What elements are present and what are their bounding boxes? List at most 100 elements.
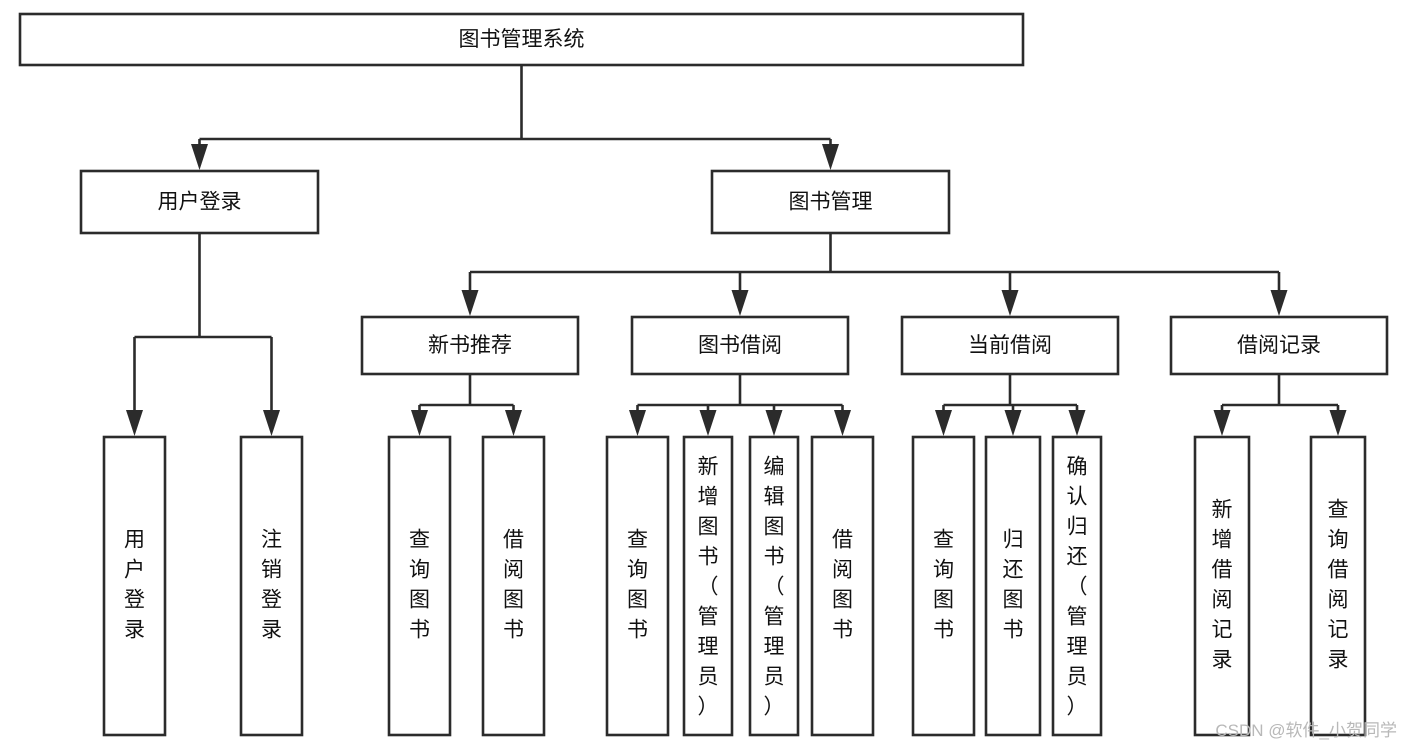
connector-group-new-book-recommend: [411, 374, 522, 436]
arrow-head-icon: [461, 290, 479, 316]
node-label-char: 书: [832, 619, 853, 642]
node-label-char: 新: [1212, 499, 1233, 522]
node-leaf-query-borrow-record[interactable]: 查询借阅记录查询借阅记录: [1309, 435, 1367, 737]
node-box-leaf-add-book-admin[interactable]: [682, 435, 734, 737]
arrow-head-icon: [699, 410, 717, 436]
node-label-char: 理: [1067, 636, 1088, 659]
connector-group-current-borrow: [935, 374, 1086, 436]
node-box-leaf-query-book-1[interactable]: [387, 435, 452, 737]
node-label-char: 图: [933, 589, 954, 612]
node-label-char: 借: [1212, 559, 1233, 582]
node-borrow-record[interactable]: 借阅记录: [1169, 315, 1389, 376]
node-label-char: 阅: [1328, 589, 1349, 612]
node-label-char: 管: [1067, 606, 1088, 629]
node-label-char: 书: [698, 546, 719, 569]
node-box-leaf-edit-book-admin[interactable]: [748, 435, 800, 737]
node-label-char: 归: [1003, 529, 1024, 552]
node-label-char: 询: [627, 559, 648, 582]
node-label-char: 借: [1328, 559, 1349, 582]
node-root[interactable]: 图书管理系统: [18, 12, 1025, 67]
node-label-char: 员: [764, 666, 785, 689]
node-user-login[interactable]: 用户登录: [79, 169, 320, 235]
node-new-book-recommend[interactable]: 新书推荐: [360, 315, 580, 376]
node-label-char: 新: [698, 456, 719, 479]
node-label-char: 理: [698, 636, 719, 659]
arrow-head-icon: [191, 144, 208, 170]
node-leaf-return-book[interactable]: 归还图书归还图书: [984, 435, 1042, 737]
node-book-manage[interactable]: 图书管理: [710, 169, 951, 235]
node-label-char: 询: [933, 559, 954, 582]
node-leaf-query-book-1[interactable]: 查询图书查询图书: [387, 435, 452, 737]
node-label-char: 阅: [503, 559, 524, 582]
node-label-char: 员: [698, 666, 719, 689]
node-box-user-login[interactable]: [79, 169, 320, 235]
node-label-root: 图书管理系统: [459, 28, 585, 51]
node-leaf-borrow-book-1[interactable]: 借阅图书借阅图书: [481, 435, 546, 737]
node-leaf-user-login[interactable]: 用户登录用户登录: [102, 435, 167, 737]
node-label-char: 还: [1067, 546, 1088, 569]
node-book-borrow[interactable]: 图书借阅: [630, 315, 850, 376]
arrow-head-icon: [1004, 410, 1022, 436]
node-leaf-user-logout[interactable]: 注销登录注销登录: [239, 435, 304, 737]
node-label-char: 书: [409, 619, 430, 642]
node-label-char: 图: [1003, 589, 1024, 612]
node-box-leaf-confirm-return-admin[interactable]: [1051, 435, 1103, 737]
node-label-char: （: [1067, 576, 1088, 599]
node-current-borrow[interactable]: 当前借阅: [900, 315, 1120, 376]
arrow-head-icon: [1329, 410, 1347, 436]
node-box-leaf-user-login[interactable]: [102, 435, 167, 737]
connector-group-user-login: [126, 233, 280, 436]
node-label-char: 用: [124, 529, 145, 552]
node-leaf-query-book-3[interactable]: 查询图书查询图书: [911, 435, 976, 737]
node-box-current-borrow[interactable]: [900, 315, 1120, 376]
node-label-char: 管: [698, 606, 719, 629]
node-box-leaf-query-borrow-record[interactable]: [1309, 435, 1367, 737]
node-box-leaf-borrow-book-1[interactable]: [481, 435, 546, 737]
node-leaf-borrow-book-2[interactable]: 借阅图书借阅图书: [810, 435, 875, 737]
node-box-leaf-add-borrow-record[interactable]: [1193, 435, 1251, 737]
node-box-leaf-return-book[interactable]: [984, 435, 1042, 737]
arrow-head-icon: [1213, 410, 1231, 436]
node-label-book-borrow: 图书借阅: [698, 334, 782, 357]
node-label-char: 辑: [764, 486, 785, 509]
node-label-char: 录: [1328, 649, 1349, 672]
node-label-char: 阅: [832, 559, 853, 582]
node-label-char: 注: [261, 529, 282, 552]
arrow-head-icon: [765, 410, 783, 436]
node-box-leaf-borrow-book-2[interactable]: [810, 435, 875, 737]
node-label-char: 借: [832, 529, 853, 552]
node-label-char: 记: [1212, 619, 1233, 642]
node-box-book-borrow[interactable]: [630, 315, 850, 376]
node-label-current-borrow: 当前借阅: [968, 334, 1052, 357]
node-label-char: 认: [1067, 486, 1088, 509]
node-box-borrow-record[interactable]: [1169, 315, 1389, 376]
node-leaf-add-borrow-record[interactable]: 新增借阅记录新增借阅记录: [1193, 435, 1251, 737]
node-label-char: 书: [627, 619, 648, 642]
node-label-char: 书: [1003, 619, 1024, 642]
arrow-head-icon: [1270, 290, 1288, 316]
node-box-book-manage[interactable]: [710, 169, 951, 235]
node-label-char: 图: [409, 589, 430, 612]
node-layer: 图书管理系统用户登录图书管理新书推荐图书借阅当前借阅借阅记录用户登录用户登录注销…: [18, 12, 1389, 737]
node-leaf-query-book-2[interactable]: 查询图书查询图书: [605, 435, 670, 737]
node-box-leaf-query-book-2[interactable]: [605, 435, 670, 737]
arrow-head-icon: [935, 410, 952, 436]
node-box-new-book-recommend[interactable]: [360, 315, 580, 376]
arrow-head-icon: [263, 410, 280, 436]
node-label-char: 书: [503, 619, 524, 642]
node-box-leaf-query-book-3[interactable]: [911, 435, 976, 737]
connector-group-book-manage: [461, 233, 1288, 316]
node-box-root[interactable]: [18, 12, 1025, 67]
arrow-head-icon: [1001, 290, 1019, 316]
node-box-leaf-user-logout[interactable]: [239, 435, 304, 737]
node-label-char: 销: [261, 559, 282, 582]
node-label-char: 查: [409, 529, 430, 552]
node-label-book-manage: 图书管理: [789, 191, 873, 214]
node-label-char: 阅: [1212, 589, 1233, 612]
node-label-char: ）: [698, 696, 719, 719]
node-label-char: 户: [124, 559, 145, 582]
